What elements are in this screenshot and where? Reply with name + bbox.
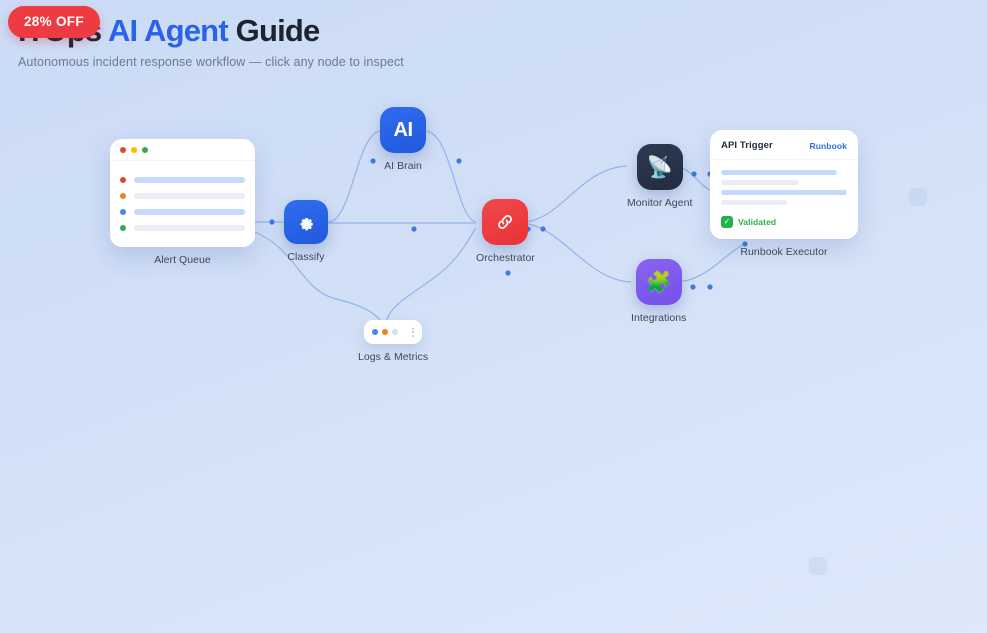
runbook-card-body: ✓ Validated (710, 160, 858, 239)
logs-metrics-card[interactable] (364, 320, 423, 344)
runbook-link[interactable]: Runbook (809, 140, 847, 151)
node-label-orchestrator: Orchestrator (476, 252, 535, 264)
node-label-monitor-agent: Monitor Agent (627, 197, 693, 209)
node-label-classify: Classify (287, 251, 325, 263)
ai-text-icon: AI (393, 118, 414, 141)
alert-queue-titlebar (110, 139, 255, 161)
node-ai-brain[interactable]: AI AI Brain (380, 107, 426, 172)
node-label-logs-metrics: Logs & Metrics (358, 351, 429, 363)
node-label-ai-brain: AI Brain (384, 160, 422, 172)
node-orchestrator[interactable]: Orchestrator (476, 199, 535, 264)
page-title-accent: AI Agent (107, 13, 229, 48)
orchestrator-tile[interactable] (482, 199, 529, 245)
alert-row-bar (134, 177, 245, 183)
severity-dot-icon (120, 177, 126, 183)
alert-row-bar (134, 193, 245, 199)
severity-dot-icon (120, 209, 126, 215)
alert-row[interactable] (120, 188, 245, 204)
node-alert-queue[interactable]: Alert Queue (110, 139, 255, 266)
classify-tile[interactable] (284, 200, 328, 244)
node-label-alert-queue: Alert Queue (154, 254, 211, 266)
traffic-light-yellow-icon (131, 146, 137, 153)
runbook-card[interactable]: API Trigger Runbook ✓ Validated (710, 130, 858, 239)
runbook-bar (721, 190, 847, 195)
node-label-integrations: Integrations (631, 312, 687, 324)
integrations-tile[interactable]: 🧩 (635, 259, 682, 305)
status-badge: ✓ Validated (721, 216, 776, 228)
runbook-card-header: API Trigger Runbook (710, 130, 858, 160)
node-label-runbook-executor: Runbook Executor (740, 246, 828, 258)
runbook-bar (721, 180, 800, 185)
node-classify[interactable]: Classify (284, 200, 328, 263)
ghost-node-placeholder (809, 557, 827, 575)
alert-row[interactable] (120, 204, 245, 220)
node-runbook-executor[interactable]: API Trigger Runbook ✓ Validated Runbook … (710, 130, 858, 258)
metric-dot-icon (382, 329, 389, 335)
check-icon: ✓ (721, 216, 733, 228)
alert-row[interactable] (120, 172, 245, 188)
alert-queue-card[interactable] (110, 139, 255, 247)
traffic-light-green-icon (142, 146, 148, 153)
runbook-bar (721, 170, 837, 175)
link-chain-icon (498, 215, 513, 229)
kebab-menu-icon[interactable] (412, 327, 415, 337)
runbook-bar (721, 200, 787, 205)
severity-dot-icon (120, 225, 126, 231)
node-logs-metrics[interactable]: Logs & Metrics (358, 320, 428, 363)
metric-dot-icon (372, 329, 379, 335)
satellite-dish-icon: 📡 (646, 155, 673, 179)
traffic-light-red-icon (120, 146, 126, 153)
alert-queue-list (110, 161, 255, 247)
alert-row[interactable] (120, 220, 245, 236)
page-subtitle: Autonomous incident response workflow — … (18, 55, 404, 70)
gear-icon (300, 218, 313, 231)
monitor-agent-tile[interactable]: 📡 (636, 144, 683, 190)
node-integrations[interactable]: 🧩 Integrations (631, 259, 686, 324)
alert-row-bar (134, 225, 245, 231)
page-title-part-2: Guide (227, 13, 321, 48)
discount-badge[interactable]: 28% OFF (8, 6, 100, 38)
ghost-node-placeholder (909, 188, 927, 206)
runbook-card-title: API Trigger (721, 140, 773, 151)
severity-dot-icon (120, 193, 126, 199)
status-badge-text: Validated (738, 217, 777, 227)
metric-dot-icon (392, 329, 399, 335)
alert-row-bar (134, 209, 245, 215)
ai-brain-tile[interactable]: AI (380, 107, 426, 153)
node-monitor-agent[interactable]: 📡 Monitor Agent (627, 144, 692, 209)
puzzle-piece-icon: 🧩 (645, 270, 672, 294)
